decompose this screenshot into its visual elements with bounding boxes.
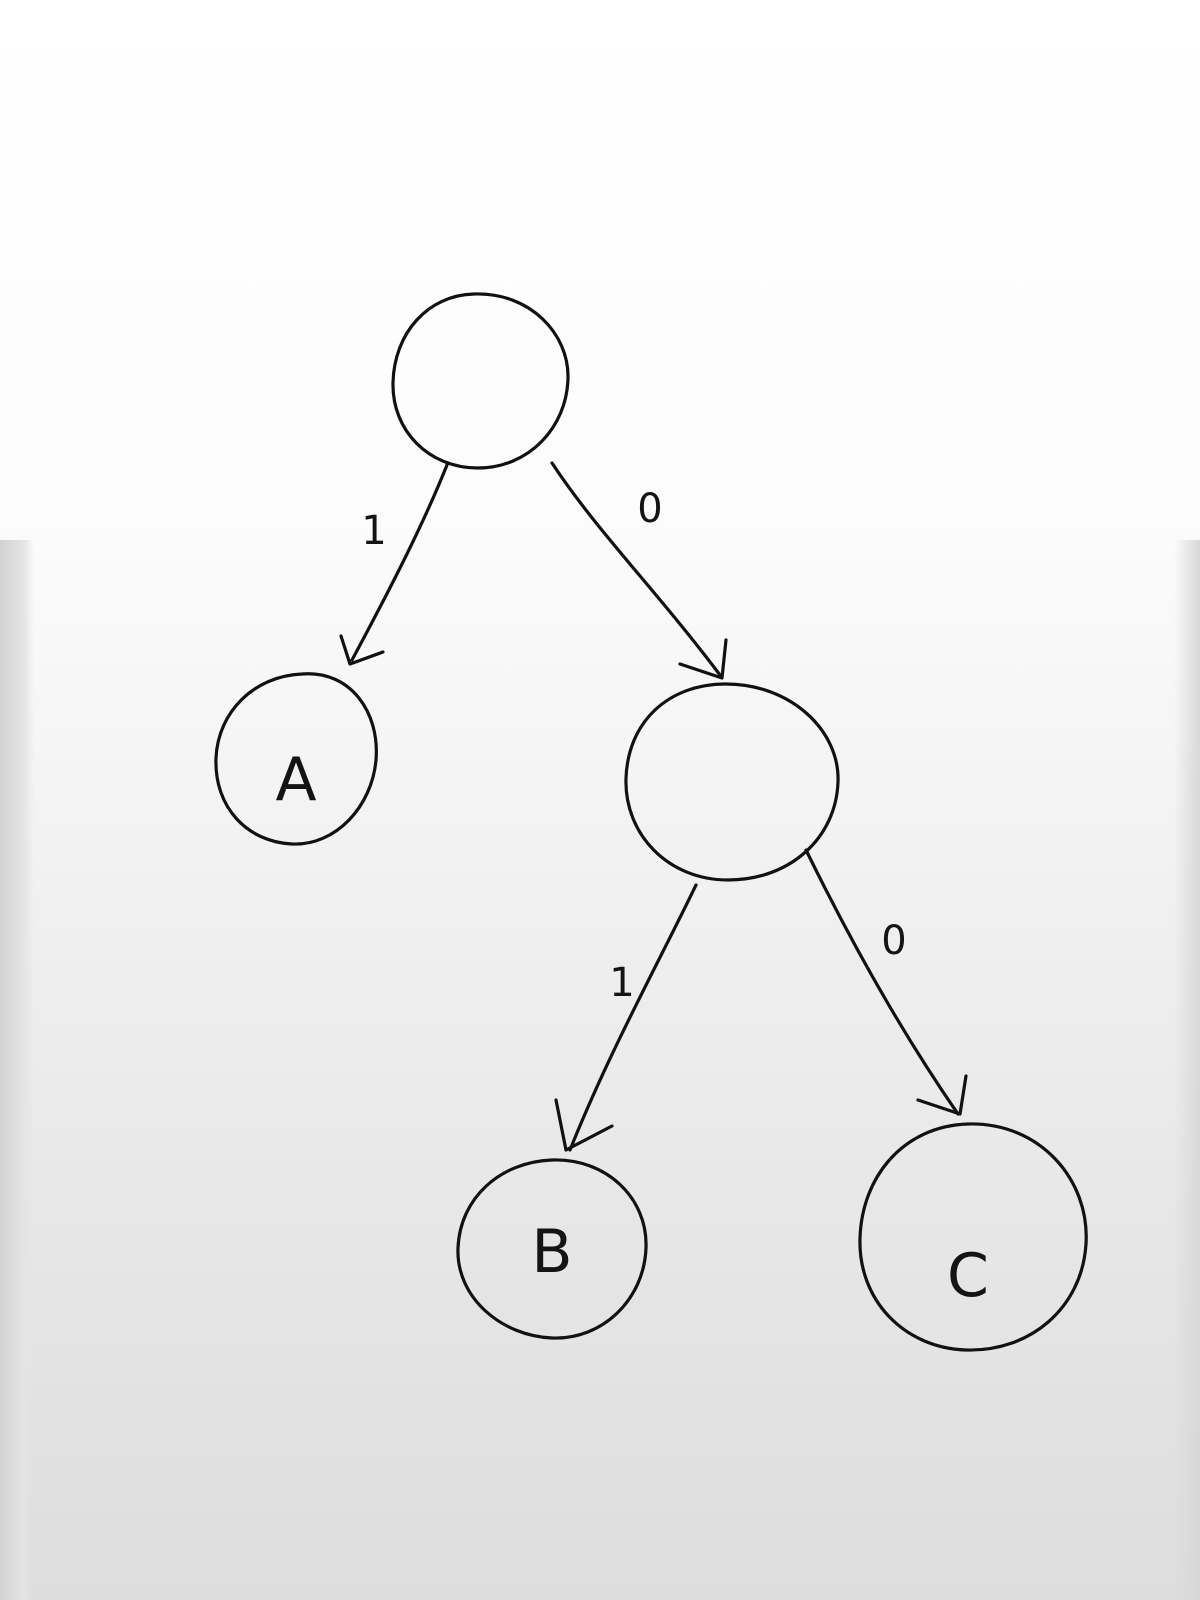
node-b-circle: [456, 1158, 648, 1340]
edge-root-internal-arrowhead: [678, 638, 728, 680]
edge-root-internal-label: 0: [637, 486, 662, 532]
node-a-circle: [214, 672, 378, 846]
node-c: C: [858, 1122, 1088, 1352]
edge-internal-c-label: 0: [881, 918, 906, 964]
node-root: [391, 292, 570, 470]
node-internal-circle: [624, 682, 840, 882]
node-b-label: B: [531, 1217, 572, 1287]
paper-shadow-right: [1174, 540, 1200, 1600]
paper-shadow-left: [0, 540, 34, 1600]
edge-root-a-arrowhead: [339, 634, 385, 666]
node-b: B: [456, 1158, 648, 1340]
edge-internal-b-label: 1: [609, 960, 634, 1006]
node-c-circle: [858, 1122, 1088, 1352]
edge-root-a: 1: [339, 463, 449, 666]
edge-root-internal-line: [550, 461, 722, 677]
edge-internal-c: 0: [804, 848, 968, 1116]
edge-root-a-label: 1: [361, 508, 386, 554]
edge-root-internal: 0: [550, 461, 728, 680]
node-c-label: C: [947, 1241, 989, 1311]
edge-internal-c-arrowhead: [916, 1074, 968, 1116]
edge-root-a-line: [350, 463, 449, 662]
edge-internal-c-line: [804, 848, 960, 1116]
node-internal: [624, 682, 840, 882]
edge-internal-b-arrowhead: [554, 1098, 614, 1152]
node-a: A: [214, 672, 378, 846]
edge-internal-b: 1: [554, 883, 698, 1152]
edge-internal-b-line: [568, 883, 698, 1152]
node-a-label: A: [275, 745, 316, 815]
node-root-circle: [391, 292, 570, 470]
